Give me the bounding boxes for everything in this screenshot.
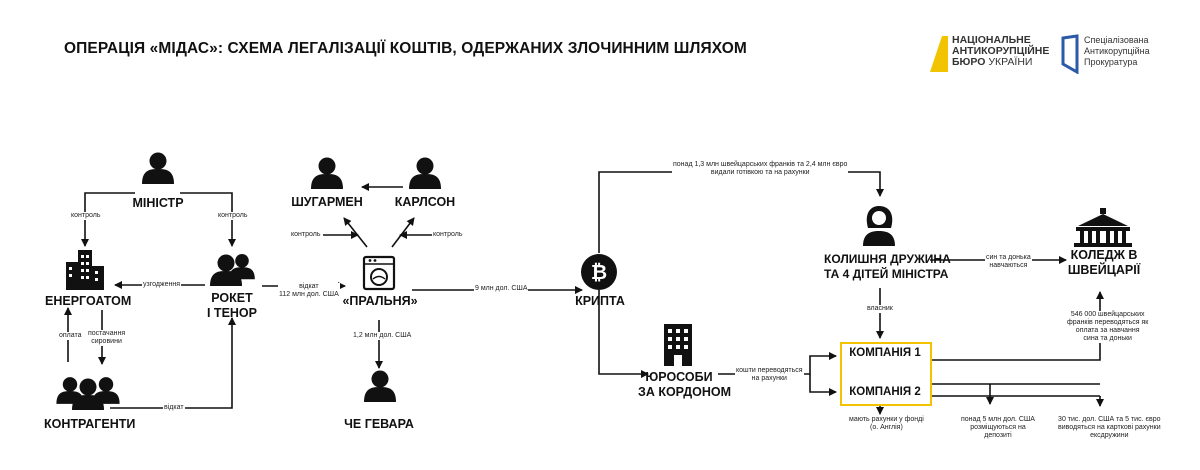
ann-fund: мають рахунки у фонді (о. Англія) (848, 416, 925, 432)
node-ex-wife-line2: ТА 4 ДІТЕЙ МІНІСТРА (824, 267, 949, 281)
node-foreign-line1: ЮРОСОБИ (645, 370, 713, 384)
minister-person-icon (142, 152, 174, 184)
nabu-line2: АНТИКОРУПЦІЙНЕ (952, 45, 1050, 57)
ann-deposit-line1: понад 5 млн дол. США (961, 416, 1035, 423)
ann-tuition-line2: навчаються (989, 262, 1028, 269)
ann-tuition: син та донька навчаються (985, 254, 1032, 270)
ann-cash-line2: видали готівкою та на рахунки (710, 169, 810, 176)
arrow-pralnia-shugarmen (343, 217, 368, 248)
node-pralnia: «ПРАЛЬНЯ» (342, 294, 418, 308)
companies-box (840, 342, 932, 406)
ann-cards: 30 тис. дол. США та 5 тис. євро виводять… (1057, 416, 1162, 440)
sap-logo-mark-icon (1061, 34, 1079, 74)
ann-tuition-line1: син та донька (986, 254, 1031, 261)
node-foreign-line2: ЗА КОРДОНОМ (638, 385, 732, 399)
sap-line2: Антикорупційна (1084, 46, 1150, 56)
ann-control-shugarmen: контроль (290, 231, 322, 239)
ann-to-che: 1,2 млн дол. США (352, 332, 413, 340)
ann-francs-line3: оплата за навчання (1075, 327, 1140, 334)
ann-cards-line1: 30 тис. дол. США та 5 тис. євро (1058, 416, 1161, 423)
ann-kickback-top-line1: відкат (299, 283, 319, 290)
node-ex-wife: КОЛИШНЯ ДРУЖИНА ТА 4 ДІТЕЙ МІНІСТРА (824, 252, 951, 282)
page-title: ОПЕРАЦІЯ «МІДАС»: СХЕМА ЛЕГАЛІЗАЦІЇ КОШТ… (64, 40, 747, 57)
sap-line3: Прокуратура (1084, 57, 1138, 67)
arrow-minister-energoatom (81, 192, 135, 247)
karlson-person-icon (409, 157, 441, 189)
ann-supply: постачання сировини (87, 330, 127, 346)
node-roket-line2: І ТЕНОР (206, 306, 257, 320)
energoatom-buildings-icon (66, 250, 104, 290)
node-roket-line1: РОКЕТ (211, 291, 253, 305)
node-shugarmen: ШУГАРМЕН (291, 195, 363, 209)
arrow-contractors-roket (110, 317, 236, 409)
nabu-logo-mark-icon (930, 36, 948, 72)
ann-accounts-line2: на рахунки (751, 375, 787, 382)
ann-supply-line2: сировини (91, 338, 122, 345)
arrow-crypto-exwife (598, 171, 884, 253)
ann-kickback-bottom: відкат (163, 404, 185, 412)
ann-kickback-top-line2: 112 млн дол. США (279, 291, 339, 298)
node-company-1: КОМПАНІЯ 1 (849, 347, 921, 359)
ann-francs-line1: 546 000 швейцарських (1070, 311, 1145, 318)
node-foreign-entities: ЮРОСОБИ ЗА КОРДОНОМ (638, 370, 732, 400)
ann-fund-line2: (о. Англія) (869, 424, 903, 431)
contractors-people-icon (56, 377, 120, 410)
ann-control-left: контроль (70, 212, 102, 220)
node-ex-wife-line1: КОЛИШНЯ ДРУЖИНА (824, 252, 951, 266)
node-college-line1: КОЛЕДЖ В (1070, 248, 1138, 262)
nabu-line3-bold: БЮРО (952, 56, 986, 68)
sap-line1: Спеціалізована (1084, 35, 1149, 45)
che-guevara-person-icon (364, 370, 396, 402)
ann-deposit-line3: депозиті (984, 432, 1012, 439)
ann-supply-line1: постачання (88, 330, 126, 337)
node-che-guevara: ЧЕ ГЕВАРА (344, 417, 414, 431)
ann-deposit-line2: розміщуються на (970, 424, 1026, 431)
node-contractors: КОНТРАГЕНТИ (44, 417, 136, 431)
roket-tenor-people-icon (210, 254, 255, 286)
ann-owner: власник (866, 305, 894, 313)
ex-wife-woman-icon (863, 206, 895, 246)
college-building-icon (1074, 208, 1132, 247)
node-energoatom: ЕНЕРГОАТОМ (45, 294, 132, 308)
node-karlson: КАРЛСОН (394, 195, 456, 209)
ann-to-crypto: 9 млн дол. США (474, 285, 529, 293)
ann-cards-line2: виводяться на карткові рахунки (1058, 424, 1161, 431)
ann-agreement: узгодження (142, 281, 182, 289)
sap-logo: Спеціалізована Антикорупційна Прокуратур… (1060, 32, 1180, 80)
node-minister: МІНІСТР (132, 196, 184, 210)
ann-accounts-line1: кошти переводяться (736, 367, 803, 374)
node-roket: РОКЕТ І ТЕНОР (195, 291, 269, 321)
ann-fund-line1: мають рахунки у фонді (849, 416, 924, 423)
shugarmen-person-icon (311, 157, 343, 189)
node-company-2: КОМПАНІЯ 2 (849, 386, 921, 398)
arrow-minister-roket (180, 192, 236, 247)
ann-accounts: кошти переводяться на рахунки (735, 367, 804, 383)
node-college: КОЛЕДЖ В ШВЕЙЦАРІЇ (1066, 248, 1142, 278)
foreign-building-icon (664, 324, 692, 366)
node-crypto: КРИПТА (575, 294, 625, 308)
ann-payment: оплата (58, 332, 83, 340)
ann-cash-line1: понад 1,3 млн швейцарських франків та 2,… (673, 161, 848, 168)
arrow-crypto-foreign (598, 290, 649, 378)
washing-machine-icon (362, 255, 396, 291)
bitcoin-icon: ₿ (581, 254, 617, 290)
nabu-logo: НАЦІОНАЛЬНЕ АНТИКОРУПЦІЙНЕ БЮРО УКРАЇНИ (928, 32, 1050, 80)
ann-francs: 546 000 швейцарських франків переводятьс… (1066, 311, 1150, 343)
ann-kickback-top: відкат 112 млн дол. США (278, 283, 340, 299)
ann-control-karlson: контроль (432, 231, 464, 239)
node-college-line2: ШВЕЙЦАРІЇ (1067, 263, 1141, 277)
svg-text:₿: ₿ (591, 262, 607, 284)
ann-cards-line3: ексдружини (1090, 432, 1129, 439)
arrow-pralnia-karlson (391, 217, 415, 248)
nabu-line1: НАЦІОНАЛЬНЕ (952, 34, 1031, 46)
arrow-foreign-company2 (809, 374, 837, 396)
ann-cash: понад 1,3 млн швейцарських франків та 2,… (672, 161, 849, 177)
ann-control-right: контроль (217, 212, 249, 220)
nabu-line3-light: УКРАЇНИ (988, 56, 1033, 68)
ann-deposit: понад 5 млн дол. США розміщуються на деп… (960, 416, 1036, 440)
ann-francs-line4: сина та доньки (1083, 335, 1132, 342)
ann-francs-line2: франків переводяться як (1067, 319, 1149, 326)
